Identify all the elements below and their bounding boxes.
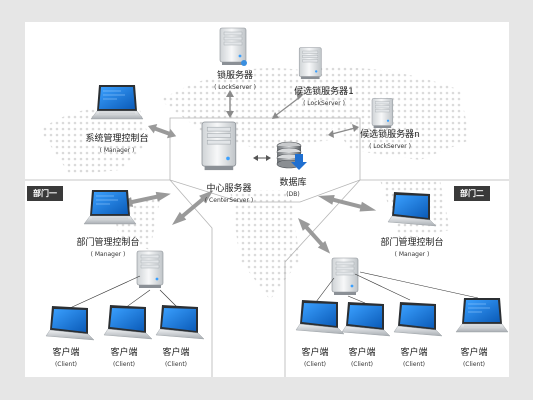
- client-laptop-icon: [103, 304, 153, 340]
- client-laptop-icon: [455, 297, 509, 333]
- dept2-region: [284, 179, 509, 377]
- dept2-manager-label: 部门管理控制台 ( Manager ): [372, 238, 452, 260]
- dept1-manager-label: 部门管理控制台 ( Manager ): [68, 238, 148, 260]
- client-label: 客户端 (Client): [104, 348, 144, 370]
- client-name: 客户端: [52, 348, 80, 358]
- client-role: (Client): [112, 361, 136, 368]
- client-role: (Client): [350, 361, 374, 368]
- client-laptop-icon: [341, 301, 391, 337]
- client-role: (Client): [54, 361, 78, 368]
- candidaten-center-arrow: [328, 124, 359, 138]
- client-name: 客户端: [110, 348, 138, 358]
- db-down-arrow-icon: [291, 154, 307, 170]
- candidate-lock-n-label: 候选锁服务器n ( LockServer ): [350, 130, 430, 152]
- client-role: (Client): [303, 361, 327, 368]
- sync-icon: [241, 60, 247, 66]
- lock-server-name: 锁服务器: [216, 71, 253, 81]
- client-role: (Client): [462, 361, 486, 368]
- client-role: (Client): [402, 361, 426, 368]
- lock-server-role: ( LockServer ): [214, 84, 256, 91]
- client-name: 客户端: [460, 348, 488, 358]
- candidate1-center-arrow: [272, 92, 303, 119]
- lock-server-label: 锁服务器 ( LockServer ): [208, 71, 262, 93]
- client-name: 客户端: [162, 348, 190, 358]
- dept2-server-icon: [331, 257, 359, 296]
- lock-server-icon: [219, 27, 247, 66]
- center-db-arrow: [253, 155, 271, 161]
- system-console-label: 系统管理控制台 ( Manager ): [72, 134, 162, 156]
- dept1-client-lines: [69, 275, 179, 309]
- client-label: 客户端 (Client): [156, 348, 196, 370]
- client-label: 客户端 (Client): [454, 348, 494, 370]
- dept1-region: [25, 179, 213, 377]
- dept2-client-lines: [315, 271, 479, 304]
- dept1-tag: 部门一: [27, 186, 63, 201]
- system-console-laptop-icon: [90, 84, 144, 120]
- database-label: 数据库 (DB): [273, 178, 313, 200]
- candidate-lock-1-label: 候选锁服务器1 ( LockServer ): [284, 87, 364, 109]
- candidate-lock-1-role: ( LockServer ): [303, 100, 345, 107]
- lock-center-arrow: [226, 90, 234, 118]
- client-laptop-icon: [155, 304, 205, 340]
- client-laptop-icon: [393, 301, 443, 337]
- dept2-manager-name: 部门管理控制台: [380, 238, 444, 248]
- client-laptop-icon: [295, 299, 345, 335]
- client-name: 客户端: [348, 348, 376, 358]
- client-label: 客户端 (Client): [46, 348, 86, 370]
- center-server-name: 中心服务器: [206, 184, 252, 194]
- center-server-role: ( CenterServer ): [204, 197, 254, 204]
- client-role: (Client): [164, 361, 188, 368]
- dept2-manager-laptop-icon: [387, 191, 437, 227]
- dept1-manager-role: ( Manager ): [90, 251, 126, 258]
- client-label: 客户端 (Client): [394, 348, 434, 370]
- candidate-lock-server-n-icon: [371, 98, 394, 129]
- client-laptop-icon: [45, 305, 95, 341]
- candidate-lock-n-name: 候选锁服务器n: [360, 130, 420, 140]
- candidate-lock-1-name: 候选锁服务器1: [294, 87, 354, 97]
- candidate-lock-server-1-icon: [298, 47, 322, 80]
- client-label: 客户端 (Client): [295, 348, 335, 370]
- dept2-manager-role: ( Manager ): [394, 251, 430, 258]
- dept2-tag: 部门二: [454, 186, 490, 201]
- database-name: 数据库: [279, 178, 307, 188]
- client-name: 客户端: [400, 348, 428, 358]
- database-role: (DB): [286, 191, 300, 198]
- system-console-role: ( Manager ): [99, 147, 135, 154]
- center-server-label: 中心服务器 ( CenterServer ): [194, 184, 264, 206]
- dept1-manager-name: 部门管理控制台: [76, 238, 140, 248]
- client-label: 客户端 (Client): [342, 348, 382, 370]
- client-name: 客户端: [301, 348, 329, 358]
- candidate-lock-n-role: ( LockServer ): [369, 143, 411, 150]
- database-icon: [276, 141, 307, 170]
- center-server-icon: [201, 121, 237, 171]
- system-console-name: 系统管理控制台: [85, 134, 149, 144]
- dept1-manager-laptop-icon: [83, 189, 137, 225]
